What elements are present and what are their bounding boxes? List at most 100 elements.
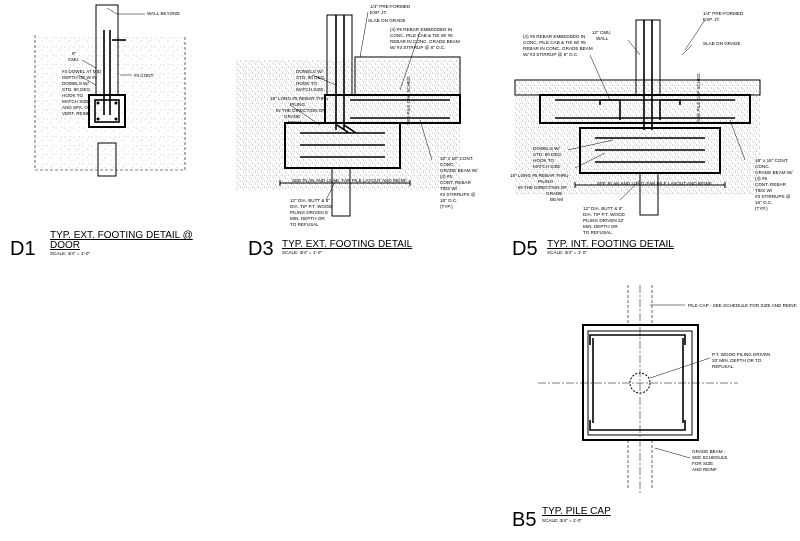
b5-pt-wood-note: P.T. WOOD PILING DRIVEN 20' MIN. DEPTH O… <box>712 352 770 369</box>
d5-tag: D5 <box>512 238 538 260</box>
svg-text:DOWELS W/: DOWELS W/ <box>296 69 324 74</box>
svg-text:(TYP.): (TYP.) <box>440 204 453 209</box>
d1-dowel-note: #4 DOWEL AT MID DEPTH OF W #4 DOWELS W/ … <box>62 69 102 116</box>
d1-pile <box>97 142 117 177</box>
svg-text:VERT. REINF.: VERT. REINF. <box>62 111 91 116</box>
detail-d1: WALL BEYOND 8" CMU #4 CONT. #4 DOWEL AT … <box>10 4 193 260</box>
b5-scale: SCALE: 3/4" = 1'-0" <box>542 518 582 523</box>
svg-text:BEAM: BEAM <box>288 120 301 125</box>
svg-text:IN THE DIRECTION OF: IN THE DIRECTION OF <box>276 108 325 113</box>
svg-text:PILING: PILING <box>290 102 305 107</box>
svg-text:AND SPA. OF: AND SPA. OF <box>62 105 91 110</box>
svg-text:(4) #5: (4) #5 <box>755 176 767 181</box>
svg-text:CONT. REBAR: CONT. REBAR <box>755 182 787 187</box>
detail-d5: SEE PLAN AND LOAD. FAR PILE LAYOUT AND R… <box>510 11 793 260</box>
svg-text:16" x 16" CONT.: 16" x 16" CONT. <box>755 158 788 163</box>
d5-grade-beam-note: 16" x 16" CONT. CONC. GRADE BEAM W/ (4) … <box>755 158 793 211</box>
svg-text:P.T. WOOD PILING DRIVEN: P.T. WOOD PILING DRIVEN <box>712 352 770 357</box>
svg-text:12" CMU: 12" CMU <box>592 30 610 35</box>
svg-text:STD. 90 DEG.: STD. 90 DEG. <box>533 152 562 157</box>
d5-grade-beam <box>539 94 751 124</box>
svg-text:PILING: PILING <box>538 179 553 184</box>
svg-text:TO REFUSAL.: TO REFUSAL. <box>583 230 613 235</box>
svg-text:EXP. JT.: EXP. JT. <box>703 17 720 22</box>
d3-title: TYP. EXT. FOOTING DETAIL <box>282 239 413 250</box>
d3-dimension-label: SEE PLAN AND LOAD. FAR PILE LAYOUT AND R… <box>292 178 407 183</box>
svg-text:1/4" PRE-FORMED: 1/4" PRE-FORMED <box>370 4 411 9</box>
svg-text:HOOK TO: HOOK TO <box>296 81 317 86</box>
svg-text:WALL: WALL <box>596 36 609 41</box>
svg-text:MATCH SIZE: MATCH SIZE <box>62 99 89 104</box>
svg-text:SEE SCHEDULE: SEE SCHEDULE <box>692 455 728 460</box>
svg-text:TO REFUSAL: TO REFUSAL <box>290 222 319 227</box>
svg-text:PILING DRIVEN 8': PILING DRIVEN 8' <box>290 210 329 215</box>
b5-title: TYP. PILE CAP <box>542 506 611 517</box>
svg-text:REBAR IN CONC. GRADE BEAM: REBAR IN CONC. GRADE BEAM <box>390 39 460 44</box>
b5-tag: B5 <box>512 509 536 531</box>
svg-text:TIES W/: TIES W/ <box>755 188 773 193</box>
svg-text:DOWELS W/: DOWELS W/ <box>533 146 561 151</box>
svg-text:SLAB ON GRADE: SLAB ON GRADE <box>368 18 406 23</box>
d3-grade-beam-note: 16" x 16" CONT. CONC. GRADE BEAM W/ (4) … <box>440 156 478 209</box>
b5-pile-cap-note: PILE CAP - SEE SCHEDULE FOR SIZE AND REI… <box>688 303 797 308</box>
svg-text:REFUSAL.: REFUSAL. <box>712 364 734 369</box>
d1-title-line2: DOOR <box>50 240 80 251</box>
d5-exp-jt-note: 1/4" PRE-FORMED EXP. JT. SLAB ON GRADE <box>703 11 744 46</box>
svg-text:DIA. TIP P.T. WOOD: DIA. TIP P.T. WOOD <box>290 204 333 209</box>
svg-text:STD. 90 DEG.: STD. 90 DEG. <box>62 87 91 92</box>
svg-text:MATCH SIZE: MATCH SIZE <box>296 87 323 92</box>
d1-cmu-size: 8" <box>72 51 77 56</box>
svg-text:(4) #5: (4) #5 <box>440 174 452 179</box>
d5-scale: SCALE: 3/4" = 1'-0" <box>547 250 587 255</box>
d3-exp-jt-note: 1/4" PRE-FORMED EXP. JT. SLAB ON GRADE <box>368 4 411 23</box>
svg-text:(TYP.): (TYP.) <box>755 206 768 211</box>
d1-title-line1: TYP. EXT. FOOTING DETAIL @ <box>50 230 193 241</box>
svg-text:STD. 90 DEG.: STD. 90 DEG. <box>296 75 325 80</box>
svg-text:EXP. JT.: EXP. JT. <box>370 10 387 15</box>
svg-text:#3 STIRRUPS @: #3 STIRRUPS @ <box>440 192 476 197</box>
b5-pile-cap <box>582 324 699 441</box>
svg-text:SLAB ON GRADE: SLAB ON GRADE <box>703 41 741 46</box>
svg-text:18" O.C.: 18" O.C. <box>755 200 772 205</box>
svg-text:18" LONG #5 REBAR THRU: 18" LONG #5 REBAR THRU <box>270 96 328 101</box>
d3-soil <box>235 60 460 190</box>
d1-scale: SCALE: 3/4" = 1'-0" <box>50 251 90 256</box>
d5-pile-cap-label: SEE PILE CAP SCHED. <box>696 72 701 122</box>
d3-piling-note: 12" DIA. BUTT & 8" DIA. TIP P.T. WOOD PI… <box>290 198 333 227</box>
d5-dimension-label: SEE PLAN AND LOAD. FAR PILE LAYOUT AND R… <box>597 181 712 186</box>
svg-text:20' MIN. DEPTH OR TO: 20' MIN. DEPTH OR TO <box>712 358 762 363</box>
detail-d3: SEE PLAN AND LOAD. FAR PILE LAYOUT AND R… <box>235 4 478 260</box>
b5-pile <box>629 372 651 394</box>
svg-text:#4 DOWEL AT MID: #4 DOWEL AT MID <box>62 69 102 74</box>
svg-text:MIN. DEPTH OR: MIN. DEPTH OR <box>583 224 618 229</box>
svg-text:CONC.: CONC. <box>440 162 455 167</box>
svg-text:12" DIA. BUTT & 8": 12" DIA. BUTT & 8" <box>583 206 623 211</box>
d5-rebar-embedded-note: (4) #5 REBAR EMBEDDED IN CONC. PILE CAB … <box>523 34 593 57</box>
d1-cmu-label: CMU <box>68 57 78 62</box>
d3-pile <box>331 167 351 217</box>
svg-text:CONC. PILE CAB & TIE W/ #5: CONC. PILE CAB & TIE W/ #5 <box>390 33 453 38</box>
svg-text:MIN. DEPTH OR: MIN. DEPTH OR <box>290 216 325 221</box>
d1-cont-label: #4 CONT. <box>134 73 154 78</box>
svg-text:#3 STIRRUPS @: #3 STIRRUPS @ <box>755 194 791 199</box>
d3-dowels-note: DOWELS W/ STD. 90 DEG. HOOK TO MATCH SIZ… <box>296 69 325 92</box>
svg-text:GRADE BEAM W/: GRADE BEAM W/ <box>440 168 478 173</box>
d1-wall-beyond-label: WALL BEYOND <box>147 11 181 16</box>
d1-tag: D1 <box>10 238 36 260</box>
svg-text:12" DIA. BUTT & 8": 12" DIA. BUTT & 8" <box>290 198 330 203</box>
svg-text:18" O.C.: 18" O.C. <box>440 198 457 203</box>
svg-text:18" LONG #5 REBAR THRU: 18" LONG #5 REBAR THRU <box>510 173 568 178</box>
svg-text:16" x 16" CONT.: 16" x 16" CONT. <box>440 156 473 161</box>
svg-text:(4) #5 REBAR EMBEDDED IN: (4) #5 REBAR EMBEDDED IN <box>523 34 585 39</box>
d5-long-rebar-note: 18" LONG #5 REBAR THRU PILING IN THE DIR… <box>510 173 568 202</box>
svg-text:BEAM: BEAM <box>550 197 563 202</box>
svg-text:W/ #3 STIRRUP @ 8" O.C.: W/ #3 STIRRUP @ 8" O.C. <box>390 45 445 50</box>
detail-b5: PILE CAP - SEE SCHEDULE FOR SIZE AND REI… <box>512 285 797 531</box>
svg-text:CONC. PILE CAB & TIE W/ #5: CONC. PILE CAB & TIE W/ #5 <box>523 40 586 45</box>
svg-text:DIA. TIP P.T. WOOD: DIA. TIP P.T. WOOD <box>583 212 626 217</box>
svg-text:GRADE BEAM -: GRADE BEAM - <box>692 449 726 454</box>
d5-cmu-note: 12" CMU WALL <box>592 30 610 41</box>
svg-text:GRADE BEAM W/: GRADE BEAM W/ <box>755 170 793 175</box>
svg-text:MATCH SIZE: MATCH SIZE <box>533 164 560 169</box>
